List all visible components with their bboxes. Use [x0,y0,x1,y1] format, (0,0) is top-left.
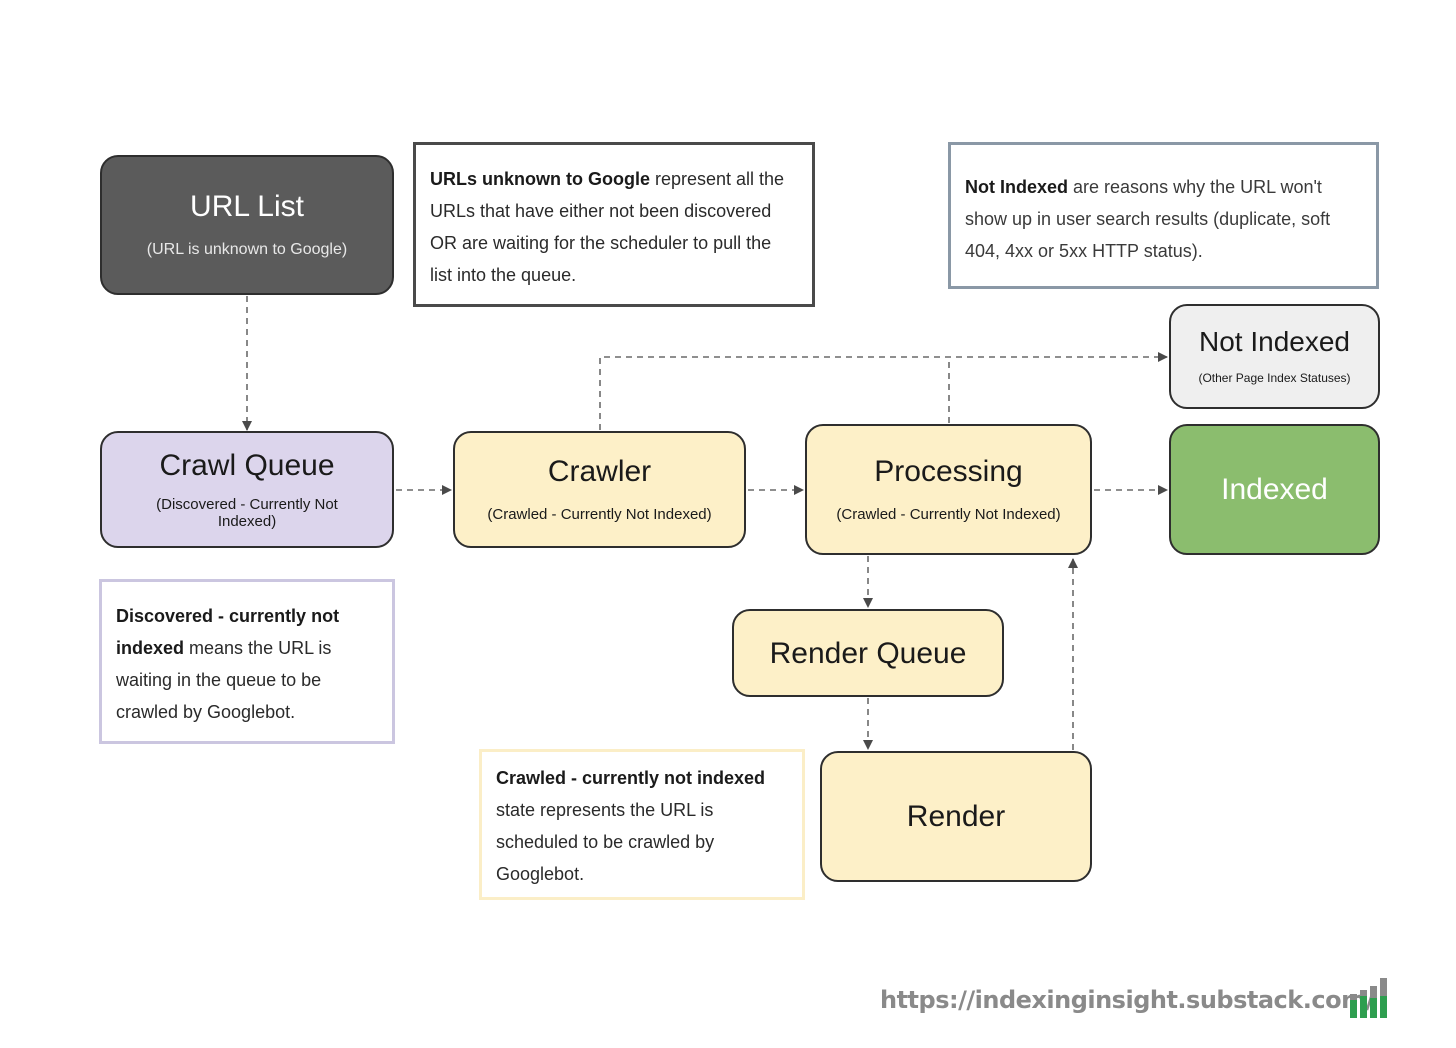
indexed-node: Indexed [1169,424,1380,555]
render-queue-node: Render Queue [732,609,1004,697]
crawl-queue-node: Crawl Queue (Discovered - Currently Not … [100,431,394,548]
note-crawled-text: state represents the URL is scheduled to… [496,800,715,884]
note-not-indexed-text: are reasons why the URL won't show up in… [965,177,1331,261]
url-list-node: URL List (URL is unknown to Google) [100,155,394,295]
note-discovered-text: means the URL is waiting in the queue to… [116,638,332,722]
url-list-subtitle: (URL is unknown to Google) [146,241,348,259]
processing-subtitle: (Crawled - Currently Not Indexed) [836,506,1061,524]
note-urls-unknown-text: represent all the URLs that have either … [430,169,785,285]
crawler-node: Crawler (Crawled - Currently Not Indexed… [453,431,746,548]
crawl-queue-title: Crawl Queue [159,448,335,482]
indexed-title: Indexed [1221,473,1328,506]
note-urls-unknown: URLs unknown to Google represent all the… [413,142,815,307]
note-crawled-bold: Crawled - currently not indexed [496,768,766,788]
not-indexed-title: Not Indexed [1199,326,1350,358]
note-not-indexed-bold: Not Indexed [965,177,1069,197]
url-list-title: URL List [190,190,304,224]
footer-url: https://indexinginsight.substack.com/ [880,986,1374,1014]
note-urls-unknown-bold: URLs unknown to Google [430,169,650,189]
not-indexed-subtitle: (Other Page Index Statuses) [1198,371,1351,385]
not-indexed-node: Not Indexed (Other Page Index Statuses) [1169,304,1380,409]
note-discovered: Discovered - currently not indexed means… [99,579,395,744]
bar-chart-logo-icon [1350,978,1387,1018]
note-discovered-bold: Discovered - currently not indexed [116,606,340,658]
render-node: Render [820,751,1092,882]
arrow-crawler-to-notindexed [599,352,1168,430]
crawler-subtitle: (Crawled - Currently Not Indexed) [487,506,712,524]
render-title: Render [906,800,1006,833]
render-queue-title: Render Queue [769,636,967,670]
crawl-queue-subtitle: (Discovered - Currently Not Indexed) [156,495,338,530]
processing-title: Processing [874,455,1023,489]
crawler-title: Crawler [547,455,652,489]
note-crawled: Crawled - currently not indexed state re… [479,749,805,900]
processing-node: Processing (Crawled - Currently Not Inde… [805,424,1092,555]
note-not-indexed: Not Indexed are reasons why the URL won'… [948,142,1379,289]
